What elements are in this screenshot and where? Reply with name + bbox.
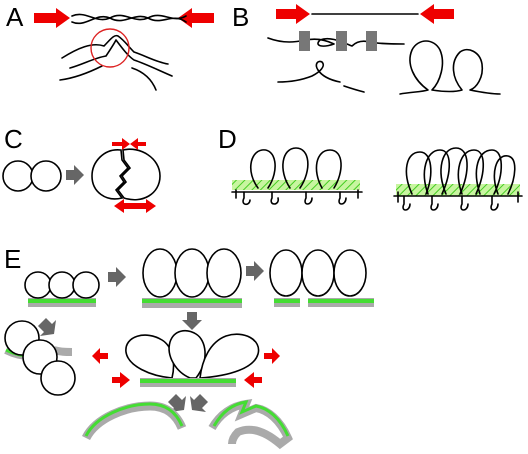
membrane-green (308, 299, 374, 303)
force-arrow-right (112, 372, 130, 388)
process-arrow (66, 165, 84, 185)
panel-a (34, 8, 214, 91)
force-arrow-right (264, 348, 280, 364)
fused-cells (91, 148, 161, 201)
twisted-strands (71, 13, 187, 25)
cell-layer-step-3 (269, 249, 374, 307)
force-arrow-left (178, 8, 214, 28)
force-arrow-right (34, 8, 70, 28)
force-arrow-left (92, 348, 108, 364)
compression-arrow-left (130, 138, 146, 150)
cell-layer-step-1 (24, 271, 100, 307)
panel-label-d: D (218, 124, 237, 154)
detached-cells (4, 320, 76, 396)
panel-d (231, 147, 523, 211)
kinked-strands (59, 34, 173, 91)
process-arrow (246, 261, 264, 281)
force-arrow-left (420, 4, 454, 24)
membrane-green (140, 379, 236, 383)
adhered-loops-dense (393, 147, 523, 211)
compression-arrow-right (112, 138, 130, 150)
panel-c (2, 138, 161, 213)
process-arrow-down-right (190, 394, 208, 412)
curled-membrane-left (81, 401, 187, 441)
force-arrow-right (276, 4, 310, 24)
panel-label-e: E (4, 244, 22, 274)
looped-strand (399, 40, 501, 95)
panel-e (4, 248, 374, 450)
tethered-strand (267, 31, 405, 51)
process-arrow-down-left (38, 318, 56, 336)
process-arrow-down (182, 312, 202, 330)
spreading-cells (125, 329, 260, 387)
hatched-substrate (396, 184, 520, 196)
panel-b (267, 4, 501, 95)
panel-label-c: C (4, 124, 23, 154)
membrane-green (274, 299, 300, 303)
adhered-loops-sparse (231, 147, 363, 206)
membrane-green (28, 299, 96, 303)
force-arrow-left (244, 372, 262, 388)
process-arrow (108, 267, 126, 287)
curled-membrane-right (208, 399, 293, 450)
kink-highlight-circle (90, 28, 130, 68)
cell-left (2, 160, 34, 192)
extension-arrow-double (114, 199, 156, 213)
hatched-substrate (232, 180, 360, 190)
cell-layer-step-2 (142, 248, 242, 308)
tether-block (336, 31, 347, 51)
panel-label-b: B (232, 2, 250, 32)
cell-right (30, 160, 62, 192)
panel-label-a: A (6, 2, 24, 32)
tether-block (299, 31, 310, 51)
tether-block (366, 31, 377, 51)
process-arrow-down-left (168, 394, 186, 412)
membrane-green (142, 299, 242, 303)
curled-strand (277, 60, 365, 93)
